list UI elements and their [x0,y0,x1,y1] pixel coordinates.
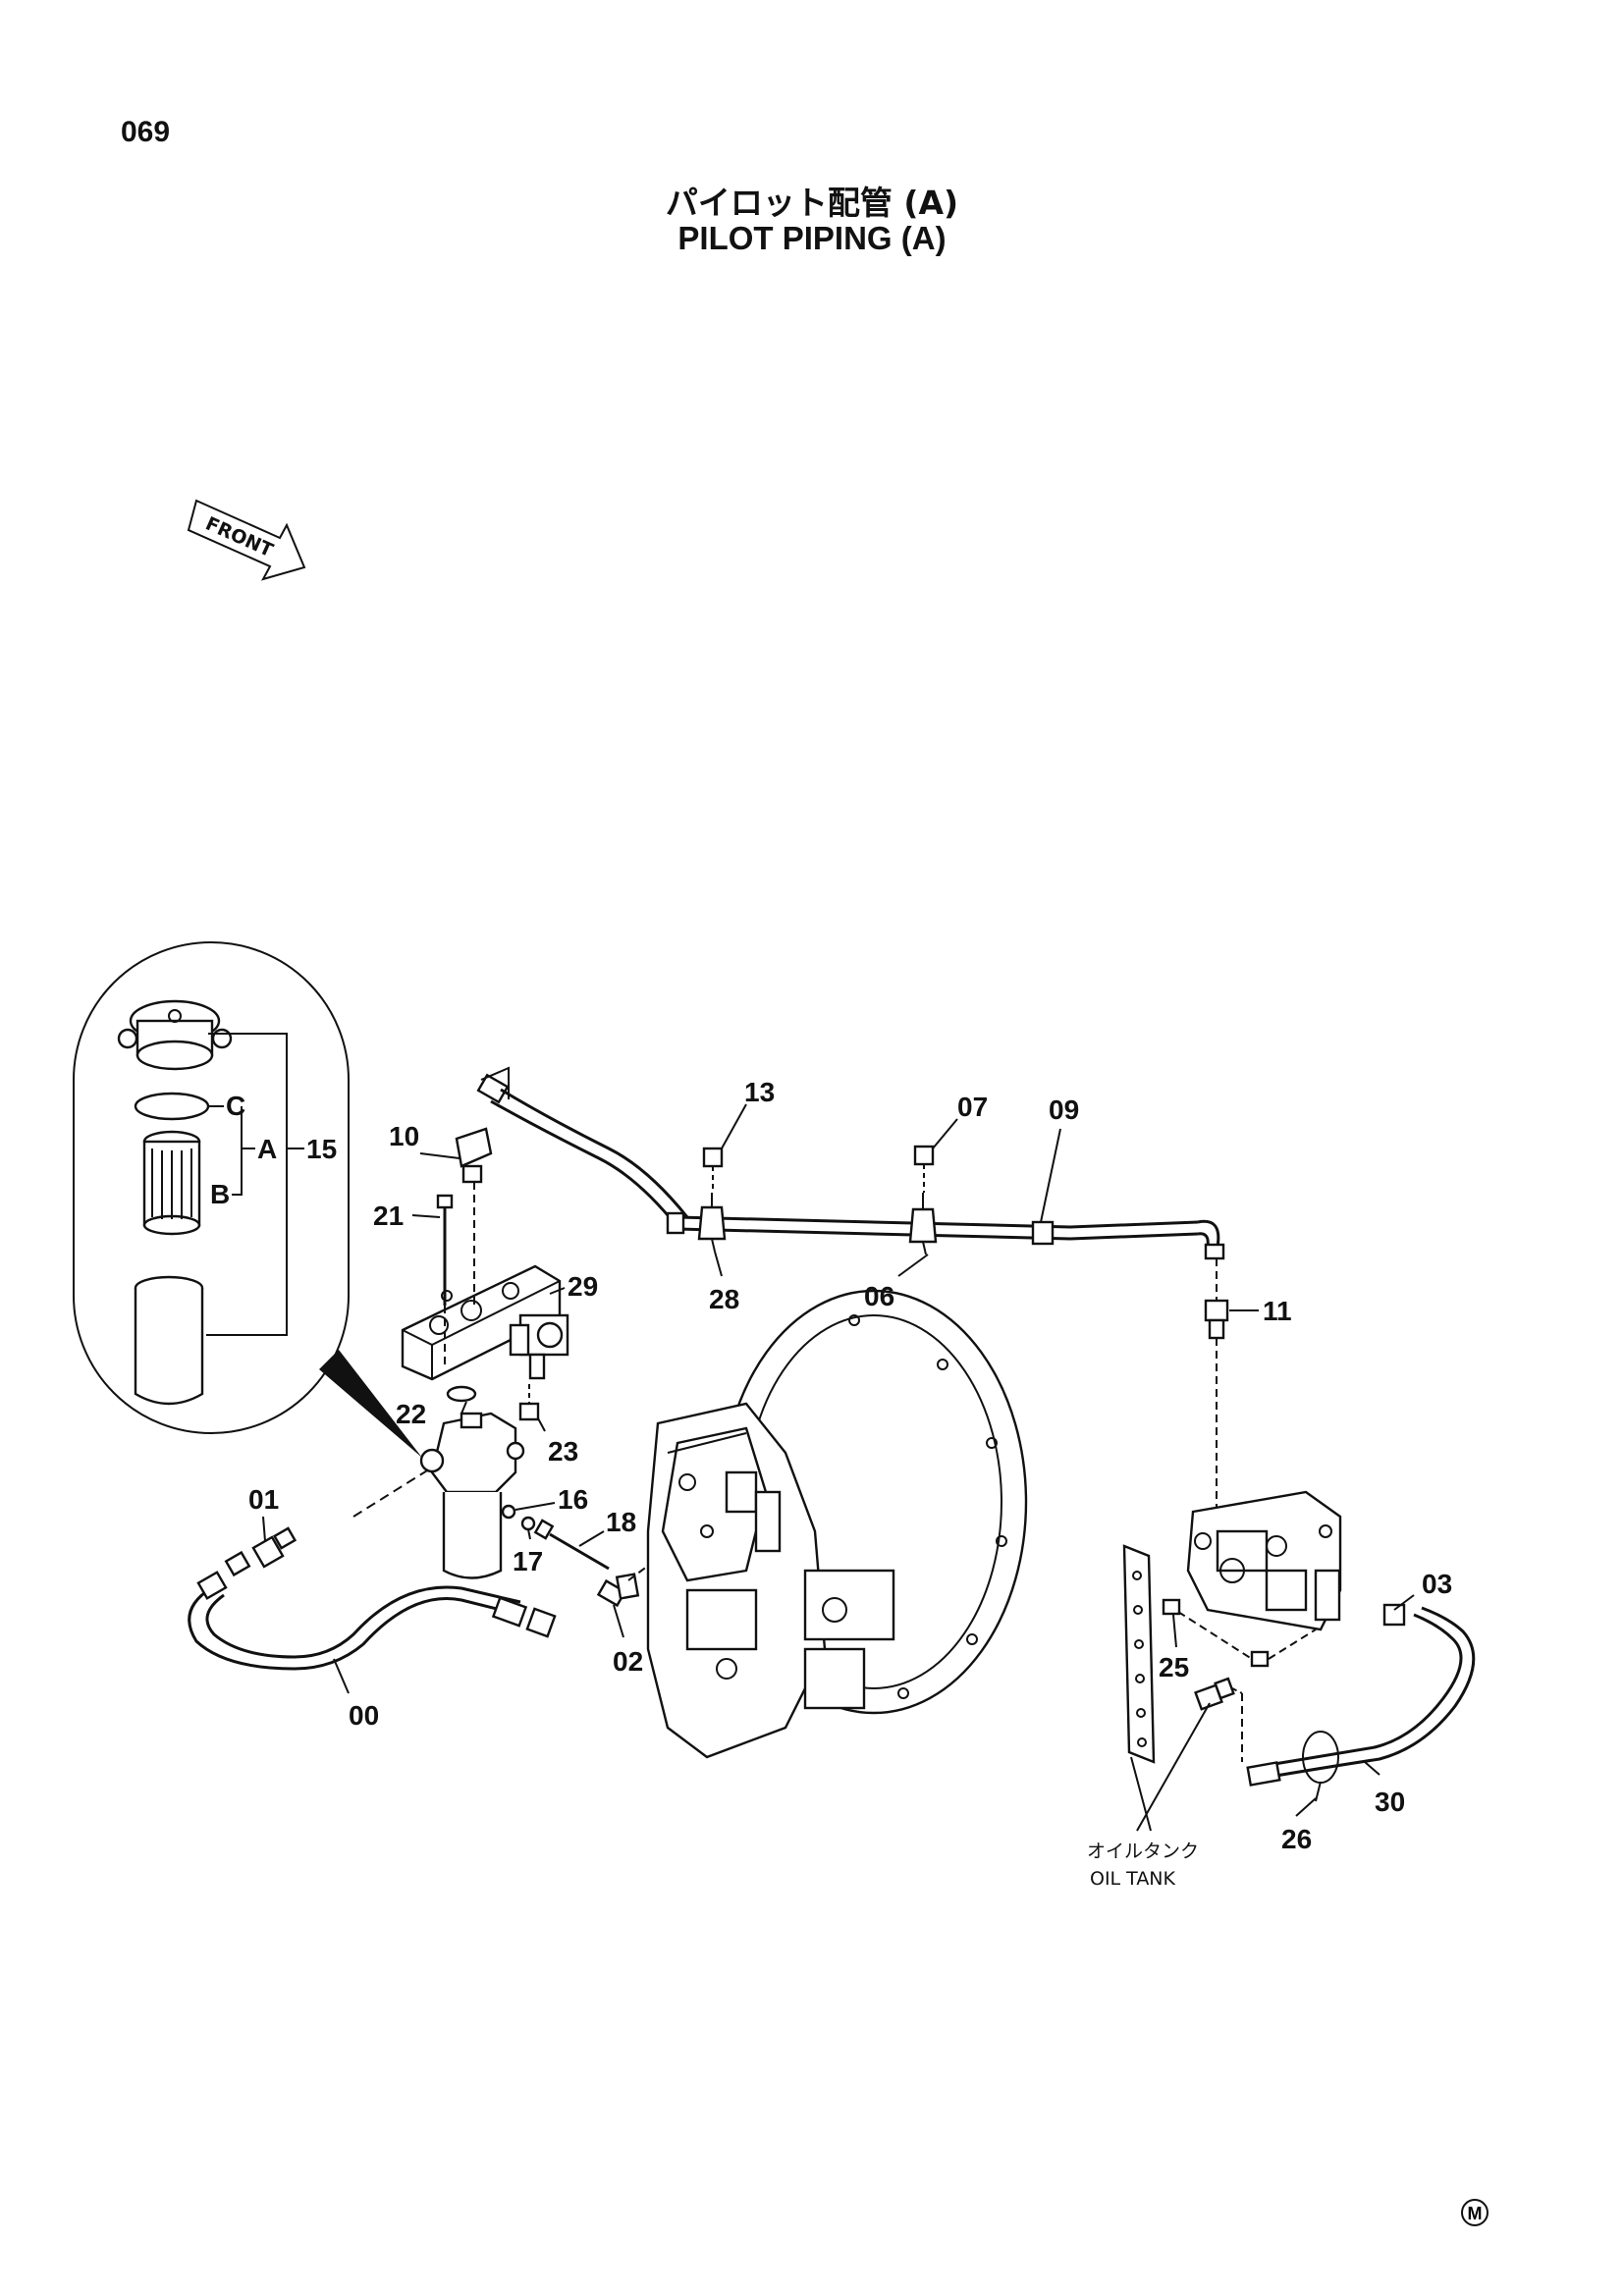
front-arrow: FRONT [187,499,306,581]
corner-mark: M [1461,2199,1489,2226]
filter-case-part [134,1275,204,1406]
callout-17: 17 [513,1546,543,1576]
connector-part [455,1127,493,1306]
callout-15: 15 [306,1134,337,1164]
leader-lines [262,1103,1415,1832]
adapter-11-part [1204,1258,1229,1522]
diagram-title-english: PILOT PIPING (A) [677,220,947,256]
nut-13-part [702,1147,724,1193]
ring-17-part [520,1516,536,1531]
oil-tank-label-english: OIL TANK [1090,1868,1176,1890]
clamp-28-part [697,1193,727,1253]
callout-22: 22 [396,1399,426,1429]
clamp-26-part [1302,1731,1339,1802]
hose-00-part [188,1550,557,1671]
elbow-02-part [596,1535,688,1608]
callout-13: 13 [744,1077,775,1107]
callout-b: B [210,1179,230,1209]
callout-28: 28 [709,1284,739,1314]
tank-fitting-part [1194,1677,1243,1762]
callout-21: 21 [373,1201,404,1231]
page-number: 069 [121,116,171,148]
callout-10: 10 [389,1121,419,1151]
filter-element-part [142,1130,201,1236]
callout-18: 18 [606,1507,636,1537]
callout-00: 00 [349,1700,379,1731]
callout-07: 07 [957,1092,988,1122]
hydraulic-pump-part [646,1289,1028,1759]
filter-head-part [117,999,233,1071]
oil-tank-label-japanese: オイルタンク [1087,1841,1199,1862]
bolt-25-part [1162,1598,1317,1668]
callout-26: 26 [1281,1824,1312,1854]
o-ring-part [134,1092,210,1121]
callout-30: 30 [1375,1787,1405,1817]
pilot-filter-assembly [352,1412,525,1579]
corner-mark-letter: M [1468,2204,1483,2223]
bolt-18-part [533,1519,610,1571]
callout-06: 06 [864,1281,894,1311]
callout-09: 09 [1049,1095,1079,1125]
callout-25: 25 [1159,1652,1189,1682]
bolt-part [436,1194,454,1369]
detail-balloon-outline [73,941,350,1434]
callout-c: C [226,1091,245,1121]
callout-23: 23 [548,1436,578,1467]
callout-02: 02 [613,1646,643,1677]
clamp-06-part [908,1193,938,1255]
nut-07-part [913,1145,935,1193]
detail-pointer [319,1350,422,1458]
diagram-title-japanese: パイロット配管 (A) [665,184,959,222]
plug-23-part [518,1384,540,1421]
callout-03: 03 [1422,1569,1452,1599]
part-callouts: 13 07 09 10 21 29 11 28 06 22 23 16 17 1… [248,1077,1452,1854]
valve-block-part [401,1264,569,1381]
callout-11: 11 [1263,1296,1292,1326]
o-ring-22-part [446,1385,477,1403]
fitting-01-part [251,1526,298,1569]
callout-01: 01 [248,1484,279,1515]
pilot-valve-assembly [1186,1490,1342,1631]
callout-a: A [257,1134,277,1164]
callout-16: 16 [558,1484,588,1515]
ring-16-part [501,1504,516,1520]
pipe-09-part [476,1066,1225,1260]
callout-29: 29 [568,1271,598,1302]
filter-detail-balloon: C B A 15 [73,941,422,1458]
hose-30-part [1246,1603,1476,1787]
tank-bracket-part [1122,1544,1156,1764]
